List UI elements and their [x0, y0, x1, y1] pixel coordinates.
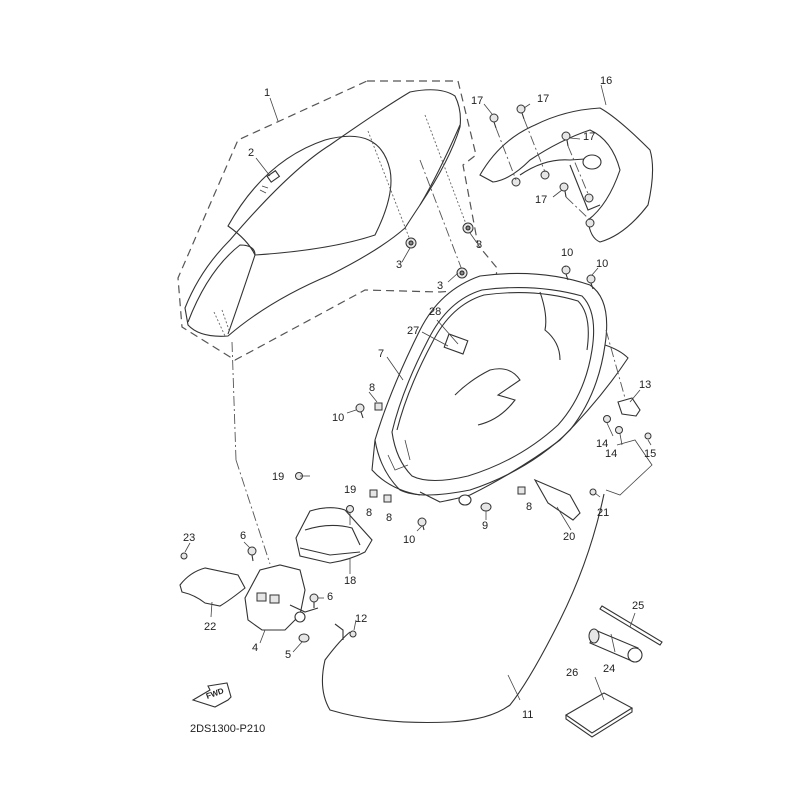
callout-11[interactable]: 11: [522, 709, 534, 721]
callout-14[interactable]: 14: [605, 448, 618, 460]
seat-lock[interactable]: [617, 397, 641, 417]
storage-box[interactable]: [371, 272, 629, 506]
callout-3[interactable]: 3: [396, 259, 403, 271]
callout-19[interactable]: 19: [344, 484, 357, 496]
cover-plate[interactable]: [533, 478, 581, 521]
callout-17[interactable]: 17: [471, 95, 484, 107]
bracket-cover[interactable]: [295, 507, 373, 564]
bracket-bolt[interactable]: [247, 546, 257, 562]
callout-14[interactable]: 14: [596, 438, 609, 450]
callout-28[interactable]: 28: [429, 306, 442, 318]
callout-26[interactable]: 26: [566, 667, 579, 679]
box-bolt[interactable]: [417, 517, 427, 531]
callout-2[interactable]: 2: [248, 147, 255, 159]
callout-19[interactable]: 19: [272, 471, 285, 483]
screwdriver[interactable]: [599, 605, 663, 646]
seat-nut[interactable]: [405, 237, 417, 249]
clip-nut[interactable]: [374, 402, 383, 411]
callout-6[interactable]: 6: [327, 591, 334, 603]
grab-bar[interactable]: [479, 107, 654, 243]
box-bolt[interactable]: [586, 274, 596, 290]
side-cover[interactable]: [179, 567, 246, 607]
callout-27[interactable]: 27: [407, 325, 420, 337]
grab-bar-bolt[interactable]: [516, 104, 526, 120]
callout-4[interactable]: 4: [252, 642, 259, 654]
callout-8[interactable]: 8: [526, 501, 533, 513]
cable-screw[interactable]: [349, 630, 357, 638]
callout-17[interactable]: 17: [583, 131, 596, 143]
grab-bar-bolt[interactable]: [559, 182, 569, 198]
callout-18[interactable]: 18: [344, 575, 357, 587]
clip-nut[interactable]: [517, 486, 526, 495]
clip-nut[interactable]: [383, 494, 392, 503]
callout-1[interactable]: 1: [264, 87, 271, 99]
callout-10[interactable]: 10: [403, 534, 416, 546]
leader-lines: [184, 84, 652, 701]
callout-10[interactable]: 10: [561, 247, 574, 259]
callout-16[interactable]: 16: [600, 75, 613, 87]
seat[interactable]: [184, 89, 461, 337]
lock-screw[interactable]: [615, 426, 623, 434]
bracket-bolt[interactable]: [346, 505, 354, 513]
callout-10[interactable]: 10: [332, 412, 345, 424]
callout-12[interactable]: 12: [355, 613, 368, 625]
callout-3[interactable]: 3: [476, 239, 483, 251]
seat-nut[interactable]: [456, 267, 468, 279]
spark-plug-wrench[interactable]: [588, 628, 643, 663]
callout-25[interactable]: 25: [632, 600, 645, 612]
clip-nut[interactable]: [369, 489, 378, 498]
callout-21[interactable]: 21: [597, 507, 610, 519]
fwd-arrow-icon: [191, 682, 232, 708]
bracket-bolt[interactable]: [309, 593, 319, 608]
grab-bar-bolt[interactable]: [489, 113, 499, 129]
box-bolt[interactable]: [355, 403, 365, 419]
callout-6[interactable]: 6: [240, 530, 247, 542]
callout-17[interactable]: 17: [537, 93, 550, 105]
grab-bar-bolt[interactable]: [561, 131, 571, 147]
callout-22[interactable]: 22: [204, 621, 217, 633]
callout-13[interactable]: 13: [639, 379, 652, 391]
callout-3[interactable]: 3: [437, 280, 444, 292]
callout-8[interactable]: 8: [366, 507, 373, 519]
lock-clip[interactable]: [644, 432, 652, 440]
lock-screw[interactable]: [603, 415, 611, 423]
seat-assembly-boundary: [177, 80, 498, 361]
cover-clip[interactable]: [180, 552, 188, 560]
callout-8[interactable]: 8: [369, 382, 376, 394]
callout-10[interactable]: 10: [596, 258, 609, 270]
seat-lock-cable[interactable]: [321, 493, 605, 724]
callout-23[interactable]: 23: [183, 532, 196, 544]
owners-manual[interactable]: [564, 692, 634, 738]
seat-nut[interactable]: [462, 222, 474, 234]
mount-bracket[interactable]: [244, 564, 319, 631]
collar[interactable]: [298, 633, 310, 643]
callout-7[interactable]: 7: [378, 348, 385, 360]
grommet[interactable]: [480, 502, 492, 512]
callout-20[interactable]: 20: [563, 531, 576, 543]
callout-5[interactable]: 5: [285, 649, 292, 661]
callout-15[interactable]: 15: [644, 448, 657, 460]
diagram-code: 2DS1300-P210: [190, 723, 266, 735]
callout-9[interactable]: 9: [482, 520, 489, 532]
callout-8[interactable]: 8: [386, 512, 393, 524]
callout-17[interactable]: 17: [535, 194, 548, 206]
callout-24[interactable]: 24: [603, 663, 616, 675]
